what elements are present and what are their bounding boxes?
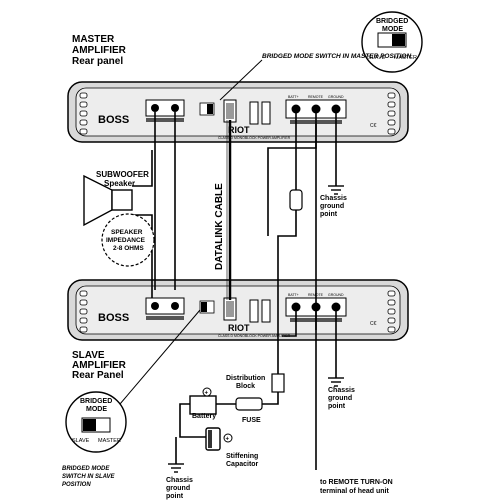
wires [132, 112, 337, 470]
impedance-label-2: IMPEDANCE [106, 237, 146, 244]
slave-ce-mark: C€ [370, 321, 377, 327]
master-fuse-2 [261, 101, 271, 125]
slave-title-1: SLAVE [72, 350, 105, 361]
master-ground-screw [331, 104, 341, 114]
slave-left-fins [79, 290, 88, 333]
slave-title-3: Rear Panel [72, 370, 124, 381]
slave-speaker-terminal [145, 297, 185, 315]
master-ce-mark: C€ [370, 123, 377, 129]
slave-amplifier: BOSS RIOT CLASS D MONOBLOCK POWER AMPLIF… [67, 279, 409, 341]
master-batt-label: BATT+ [288, 95, 299, 99]
chassis-slave-3: point [328, 403, 346, 410]
slave-model: RIOT [228, 323, 250, 333]
fuse-icon [235, 397, 263, 411]
master-right-fins [387, 92, 396, 135]
slave-fuse-1 [249, 299, 259, 323]
impedance-label-3: 2-8 OHMS [113, 245, 144, 252]
ground-symbol-slave [328, 377, 344, 387]
ground-symbol-battery [168, 463, 184, 473]
master-title-2: AMPLIFIER [72, 45, 127, 56]
master-speaker-screw-2 [171, 104, 179, 112]
master-callout-title-1: BRIDGED [376, 18, 408, 25]
master-speaker-screw-1 [151, 104, 159, 112]
master-callout-bubble [219, 11, 423, 101]
master-callout-master: MASTER [394, 55, 417, 61]
master-remote-label: REMOTE [308, 95, 324, 99]
master-callout-slave: SLAVE [368, 55, 386, 61]
master-subtitle: CLASS D MONOBLOCK POWER AMPLIFIER [218, 136, 291, 140]
chassis-master-3: point [320, 211, 338, 218]
chassis-battery-1: Chassis [166, 477, 193, 484]
impedance-label-1: SPEAKER [111, 229, 143, 236]
battery-to-capacitor [179, 403, 208, 438]
chassis-master-1: Chassis [320, 195, 347, 202]
chassis-master-2: ground [320, 203, 344, 210]
slave-speaker-screw-2 [171, 302, 179, 310]
slave-callout-master: MASTER [98, 438, 121, 444]
speaker-label-1: SUBWOOFER [96, 170, 149, 179]
master-title-3: Rear panel [72, 56, 123, 67]
slave-batt-label: BATT+ [288, 293, 299, 297]
master-model: RIOT [228, 125, 250, 135]
fuse-label: FUSE [242, 417, 261, 424]
distribution-label-1: Distribution [226, 375, 265, 382]
inline-fuse-holder [289, 189, 303, 211]
slave-brand-logo: BOSS [98, 312, 129, 324]
master-left-fins [79, 92, 88, 135]
master-fuse-1 [249, 101, 259, 125]
master-batt-to-block [277, 210, 297, 376]
svg-text:+: + [205, 391, 209, 397]
slave-bridged-label-1: BRIDGED MODE [62, 466, 110, 472]
speaker-lead-bottom [132, 214, 153, 298]
master-remote-screw [311, 104, 321, 114]
master-speaker-label-strip [146, 118, 184, 122]
slave-batt-screw [291, 302, 301, 312]
slave-batt-wire [282, 310, 297, 337]
capacitor-label-2: Capacitor [226, 461, 259, 468]
chassis-slave-2: ground [328, 395, 352, 402]
chassis-slave-1: Chassis [328, 387, 355, 394]
slave-title-2: AMPLIFIER [72, 360, 127, 371]
slave-ground-label: GROUND [328, 293, 344, 297]
master-title-1: MASTER [72, 34, 115, 45]
ground-symbol-master [328, 185, 344, 195]
slave-callout-bubble [65, 309, 201, 453]
master-callout-title-2: MODE [382, 26, 403, 33]
battery-positive-icon [202, 387, 212, 397]
slave-subtitle: CLASS D MONOBLOCK POWER AMPLIFIER [218, 334, 291, 338]
slave-bridged-label-2: SWITCH IN SLAVE [62, 474, 116, 480]
remote-turn-on-1: to REMOTE TURN-ON [320, 479, 393, 486]
slave-speaker-screw-1 [151, 302, 159, 310]
chassis-battery-3: point [166, 493, 184, 500]
speaker-lead-top [132, 150, 153, 187]
impedance-badge [101, 213, 155, 267]
speaker-label-2: Speaker [104, 179, 135, 188]
master-batt-screw [291, 104, 301, 114]
slave-right-fins [387, 290, 396, 333]
battery-label: Battery [192, 413, 216, 420]
capacitor-positive-icon [223, 433, 233, 443]
slave-callout-title-1: BRIDGED [80, 398, 112, 405]
master-bridged-label: BRIDGED MODE SWITCH IN MASTER POSITION [262, 53, 411, 60]
master-ground-label: GROUND [328, 95, 344, 99]
distribution-label-2: Block [236, 383, 255, 390]
slave-bridged-label-3: POSITION [62, 482, 91, 488]
datalink-label: DATALINK CABLE [214, 183, 225, 270]
slave-callout-title-2: MODE [86, 406, 107, 413]
chassis-battery-2: ground [166, 485, 190, 492]
master-brand-logo: BOSS [98, 114, 129, 126]
slave-fuse-2 [261, 299, 271, 323]
block-to-fuse [262, 390, 279, 405]
capacitor-label-1: Stiffening [226, 453, 258, 460]
master-amplifier: BOSS RIOT CLASS D MONOBLOCK POWER AMPLIF… [67, 81, 409, 143]
subwoofer-speaker-icon [83, 174, 133, 227]
distribution-block [271, 373, 285, 393]
battery-icon [189, 395, 217, 415]
remote-turn-on-2: terminal of head unit [320, 488, 390, 495]
slave-ground-screw [331, 302, 341, 312]
svg-text:+: + [226, 437, 230, 443]
slave-callout-slave: SLAVE [72, 438, 90, 444]
